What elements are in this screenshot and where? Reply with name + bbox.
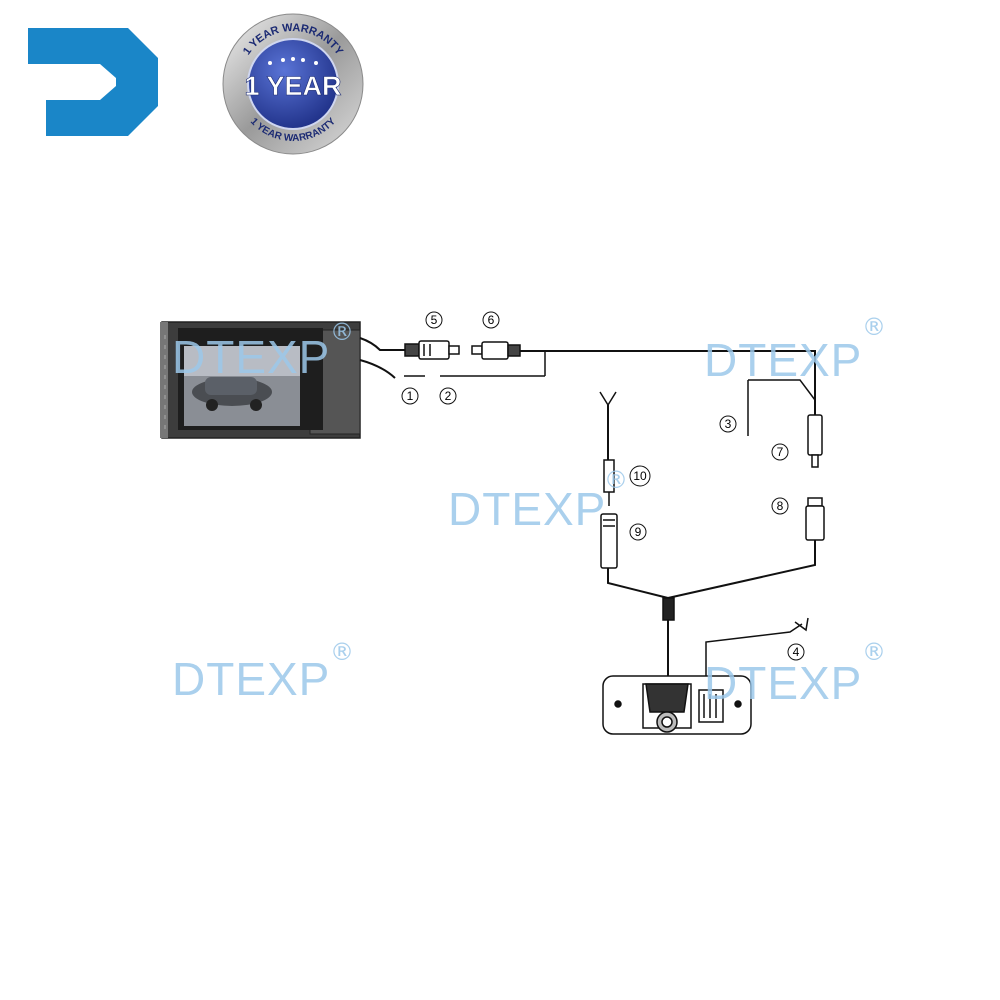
badge-main-text: 1 YEAR	[244, 71, 341, 101]
camera-extra-wire	[705, 623, 803, 678]
watermark-reg: ®	[862, 638, 886, 666]
callout-4-label: 4	[793, 645, 800, 659]
cable-junction	[662, 597, 675, 621]
callout-3	[719, 415, 737, 433]
callout-7	[771, 443, 789, 461]
watermark-text: DTEXP	[172, 653, 331, 705]
power-split	[599, 391, 617, 407]
power-to-junction	[607, 568, 669, 599]
watermark-text: DTEXP	[172, 331, 331, 383]
callout-9-label: 9	[635, 525, 642, 539]
callout-8	[771, 497, 789, 515]
connector-6-tip	[471, 345, 483, 355]
callout-6	[482, 311, 500, 329]
connectors	[404, 340, 825, 621]
rear-camera	[602, 675, 752, 735]
callout-6-label: 6	[488, 313, 495, 327]
reverse-trigger-wire	[748, 379, 816, 401]
watermark-reg: ®	[862, 313, 886, 341]
watermark-reg: ®	[604, 466, 628, 494]
warranty-badge: 1 YEAR WARRANTY 1 YEAR WARRANTY 1 YEAR	[222, 13, 364, 155]
callout-9	[629, 523, 647, 541]
brand-logo	[28, 28, 158, 136]
callout-10-label: 10	[633, 469, 647, 483]
callout-numbers: 1 2 3 4 5 6 7 8 9 10	[407, 313, 800, 659]
watermark-text: DTEXP	[448, 483, 607, 535]
callout-1-label: 1	[407, 389, 414, 403]
connector-9	[600, 513, 618, 569]
badge-stars	[268, 57, 318, 65]
watermark-text: DTEXP	[704, 334, 863, 386]
callout-2-label: 2	[445, 389, 452, 403]
callout-1	[401, 387, 419, 405]
connector-6	[481, 341, 509, 360]
video-to-junction	[667, 540, 816, 599]
callout-8-label: 8	[777, 499, 784, 513]
callout-5-label: 5	[431, 313, 438, 327]
callout-4	[787, 643, 805, 661]
callout-2	[439, 387, 457, 405]
callout-7-label: 7	[777, 445, 784, 459]
extension-cable	[510, 350, 816, 415]
trigger-wire-head	[359, 359, 396, 379]
callout-5	[425, 311, 443, 329]
callout-10	[629, 465, 651, 487]
wiring	[359, 337, 816, 678]
head-unit-monitor	[160, 321, 361, 439]
callout-markers	[401, 311, 805, 661]
connector-5-body	[404, 343, 420, 357]
watermark-reg: ®	[330, 638, 354, 666]
license-lamp	[698, 689, 724, 723]
callout-3-label: 3	[725, 417, 732, 431]
connector-7	[807, 414, 823, 456]
connector-8	[805, 505, 825, 541]
video-out-wire	[359, 337, 405, 351]
watermark-reg: ®	[330, 318, 354, 346]
watermark-text: DTEXP	[704, 657, 863, 709]
